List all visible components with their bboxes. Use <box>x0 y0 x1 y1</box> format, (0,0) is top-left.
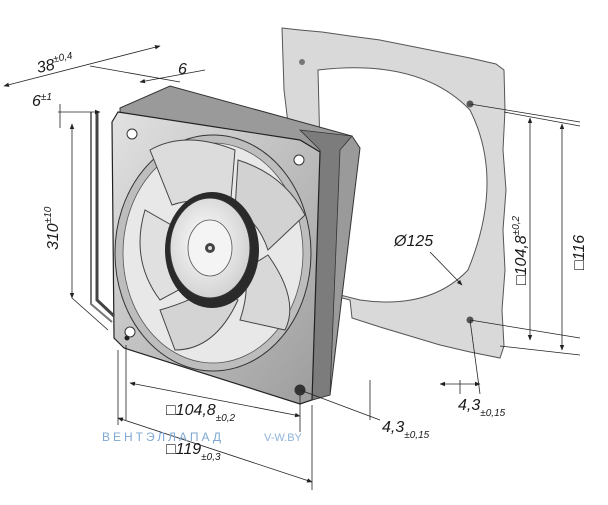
dim-frame-size-side: □116 <box>571 235 588 270</box>
dim-cable-length: 310±10 <box>43 206 62 250</box>
dim-hole-pitch-bottom: □104,8±0,2 <box>166 402 236 424</box>
dim-cable-end: 6±1 <box>32 92 52 110</box>
dim-cable-offset: 38±0,4 <box>35 51 76 77</box>
gasket-hole-topleft <box>299 59 305 65</box>
watermark-site: V-W.BY <box>264 432 303 444</box>
fan-body <box>90 85 361 405</box>
dim-cutout-dia: Ø125 <box>393 233 433 250</box>
dim-flange-depth: 6 <box>178 61 187 78</box>
fan-cable <box>95 112 116 318</box>
dimension-lines <box>3 45 581 490</box>
dim-frame-size-bottom: □119±0,3 <box>166 441 221 463</box>
dim-hole-dia-side: 4,3±0,15 <box>458 397 506 419</box>
fan-hub <box>165 192 259 308</box>
watermark: ВЕНТЭЛЛАПАД V-W.BY <box>102 430 303 444</box>
watermark-brand: ВЕНТЭЛЛАПАД <box>102 430 224 444</box>
frame-holes <box>124 128 306 396</box>
dim-hole-pitch-side: □104,8±0,2 <box>511 215 530 285</box>
dim-hole-dia-front: 4,3±0,15 <box>382 419 430 441</box>
dimension-labels: 38±0,4 6 6±1 310±10 □104,8±0,2 □119±0,3 … <box>32 51 588 463</box>
